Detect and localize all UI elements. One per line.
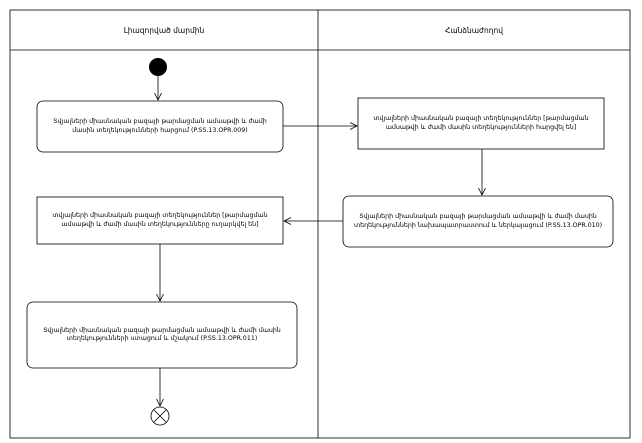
swimlane-frame (9, 9, 631, 439)
action-receive-and-process-label: Տվյալների միասնական բազայի թարմացման ամս… (43, 326, 281, 342)
action-prepare-and-submit (342, 195, 614, 248)
action-request-update-info (36, 100, 284, 153)
object-db-info-requested (357, 97, 605, 150)
object-db-info-sent (36, 196, 284, 245)
object-db-info-requested-label: տվյալների միասնական բազայի տեղեկությունն… (373, 115, 589, 131)
final-node (150, 406, 170, 426)
action-prepare-and-submit-label: Տվյալների միասնական բազայի թարմացման ամս… (353, 213, 603, 229)
lane-title-commission: Հանձնաժողով (445, 25, 503, 35)
action-request-update-info-label: Տվյալների միասնական բազայի թարմացման ամս… (53, 118, 267, 134)
action-receive-and-process (26, 301, 298, 369)
lane-title-authorized-body: Լիազորված մարմին (123, 25, 205, 35)
initial-node (149, 58, 167, 76)
object-db-info-sent-label: տվյալների միասնական բազայի տեղեկությունն… (52, 212, 268, 228)
